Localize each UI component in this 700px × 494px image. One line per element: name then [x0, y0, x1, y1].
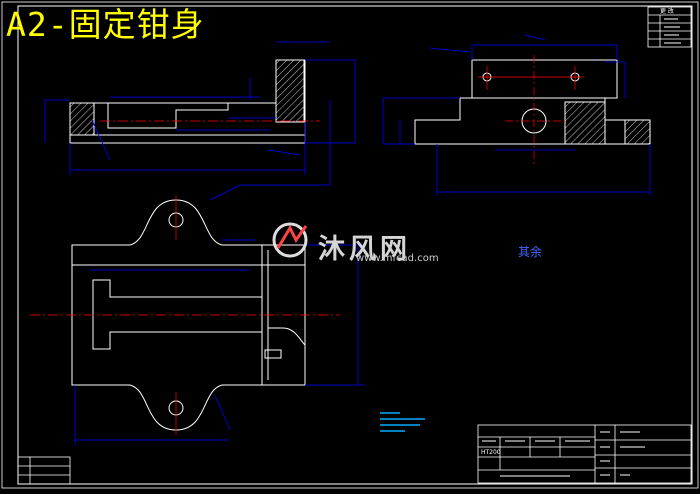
mfcad-logo-icon — [272, 222, 308, 258]
watermark-brand: 沐风网 — [318, 234, 411, 265]
title-block-marks — [482, 431, 645, 477]
top-view-jaw-curve — [268, 327, 306, 346]
surface-roughness-label: 其余 — [518, 244, 542, 259]
front-view-hatch-right — [275, 59, 305, 123]
side-view-top-block — [471, 59, 618, 99]
side-view — [414, 59, 651, 145]
side-view-dimensions — [382, 34, 651, 195]
watermark-url: www.mfcad.com — [356, 253, 439, 264]
front-view-outline — [69, 59, 306, 144]
drawing-title: A2-固定钳身 — [6, 5, 205, 44]
top-view-dimensions — [74, 184, 365, 445]
top-view-slot — [92, 279, 263, 350]
front-section-view — [69, 59, 306, 144]
revision-table-header: 更 改 — [660, 7, 674, 15]
revision-table — [647, 6, 692, 48]
side-view-hatch — [564, 101, 606, 145]
front-view-slot — [107, 103, 229, 129]
top-view-notch — [264, 349, 282, 359]
front-view-dimensions — [44, 41, 356, 186]
title-block — [477, 424, 692, 484]
material-label: HT200 — [481, 449, 501, 456]
inner-border — [17, 5, 693, 485]
revision-table-marks — [664, 18, 681, 44]
corner-table — [17, 456, 71, 485]
front-view-hatch-left — [69, 102, 95, 136]
side-view-hatch-small — [624, 119, 651, 145]
technical-notes — [380, 412, 425, 432]
side-view-outline — [414, 97, 651, 145]
